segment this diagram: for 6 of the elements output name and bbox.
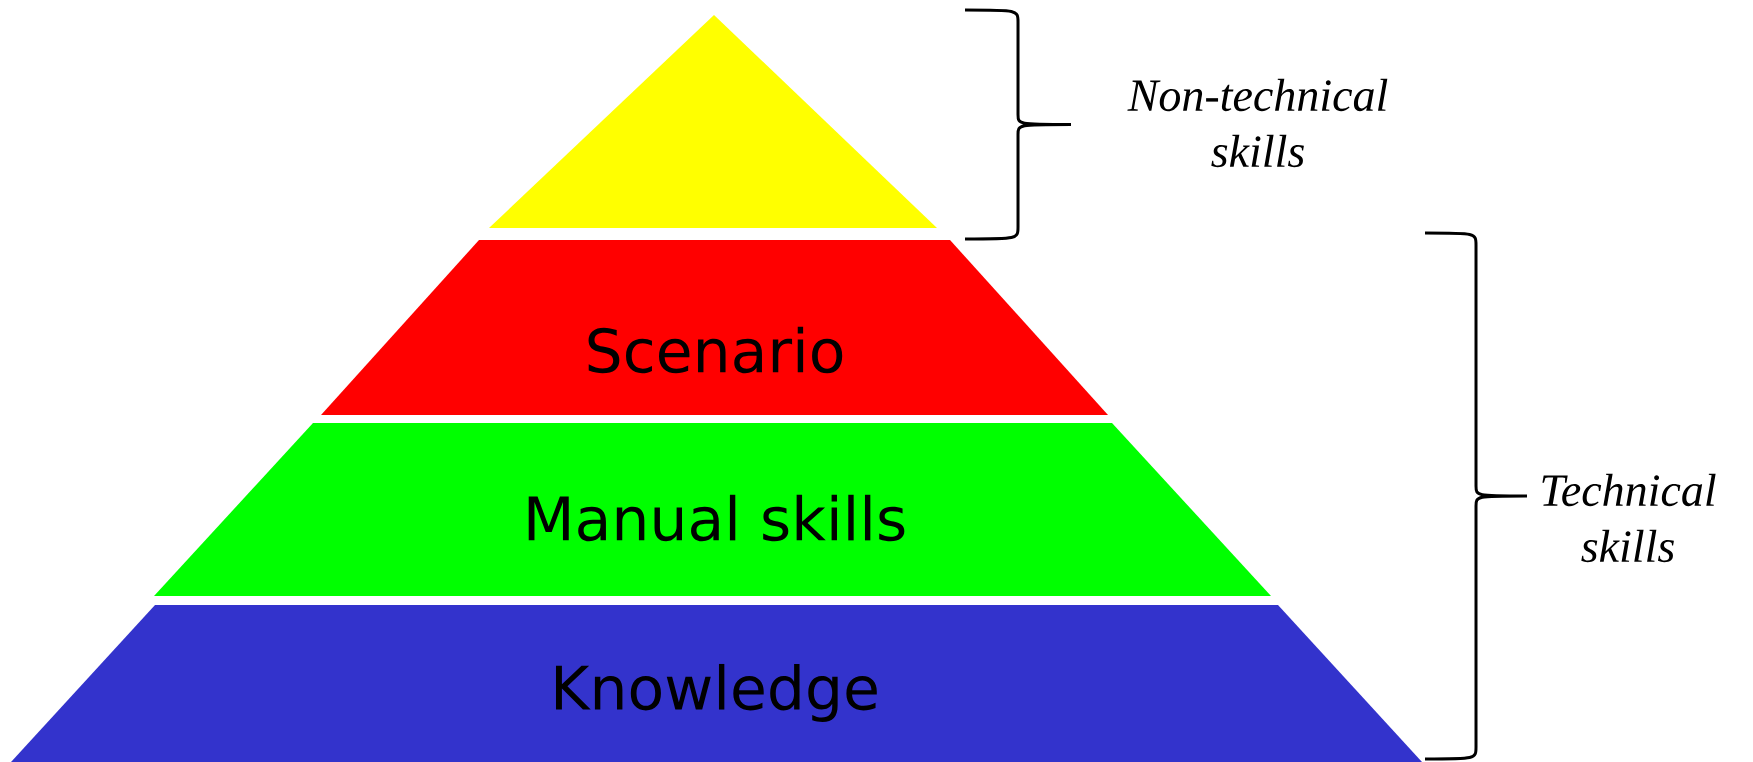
brace-label: Non-technical skills bbox=[1127, 78, 1388, 168]
pyramid-top bbox=[489, 15, 937, 228]
pyramid-band: Manual skills bbox=[154, 423, 1271, 596]
pyramid-band: Scenario bbox=[321, 240, 1108, 415]
brace-label: Technical skills bbox=[1542, 473, 1716, 563]
pyramid-band: Knowledge bbox=[11, 605, 1422, 762]
